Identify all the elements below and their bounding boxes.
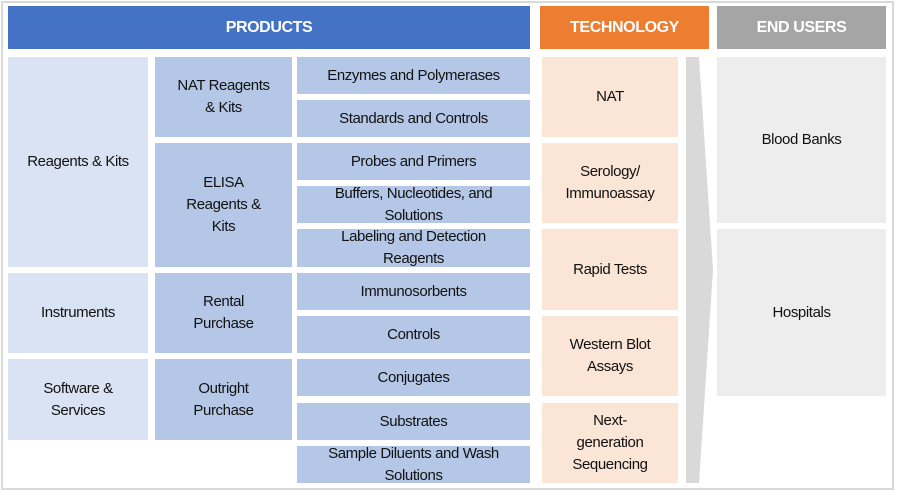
technology-header: TECHNOLOGY xyxy=(540,6,709,49)
item-controls: Controls xyxy=(297,316,530,353)
technology-western-blot: Western Blot Assays xyxy=(542,316,678,396)
item-immunosorbents: Immunosorbents xyxy=(297,273,530,310)
item-enzymes: Enzymes and Polymerases xyxy=(297,57,530,94)
technology-serology: Serology/ Immunoassay xyxy=(542,143,678,223)
item-conjugates: Conjugates xyxy=(297,359,530,396)
item-buffers: Buffers, Nucleotides, and Solutions xyxy=(297,185,530,224)
technology-ngs: Next-generation Sequencing xyxy=(542,403,678,483)
category-software-services: Software & Services xyxy=(8,359,148,440)
subcategory-outright-purchase: Outright Purchase xyxy=(155,359,292,440)
item-standards: Standards and Controls xyxy=(297,100,530,137)
products-header: PRODUCTS xyxy=(8,6,530,49)
technology-rapid-tests: Rapid Tests xyxy=(542,229,678,310)
category-instruments: Instruments xyxy=(8,273,148,353)
item-labeling: Labeling and Detection Reagents xyxy=(297,228,530,267)
end-users-header: END USERS xyxy=(717,6,886,49)
subcategory-rental-purchase: Rental Purchase xyxy=(155,273,292,353)
item-probes: Probes and Primers xyxy=(297,143,530,180)
flow-arrow-icon xyxy=(686,57,713,483)
subcategory-nat-reagents: NAT Reagents & Kits xyxy=(155,57,292,137)
end-user-blood-banks: Blood Banks xyxy=(717,57,886,223)
technology-nat: NAT xyxy=(542,57,678,137)
end-user-hospitals: Hospitals xyxy=(717,229,886,396)
item-substrates: Substrates xyxy=(297,403,530,440)
subcategory-elisa-reagents: ELISA Reagents & Kits xyxy=(155,143,292,267)
category-reagents-kits: Reagents & Kits xyxy=(8,57,148,267)
item-sample-diluents: Sample Diluents and Wash Solutions xyxy=(297,445,530,484)
